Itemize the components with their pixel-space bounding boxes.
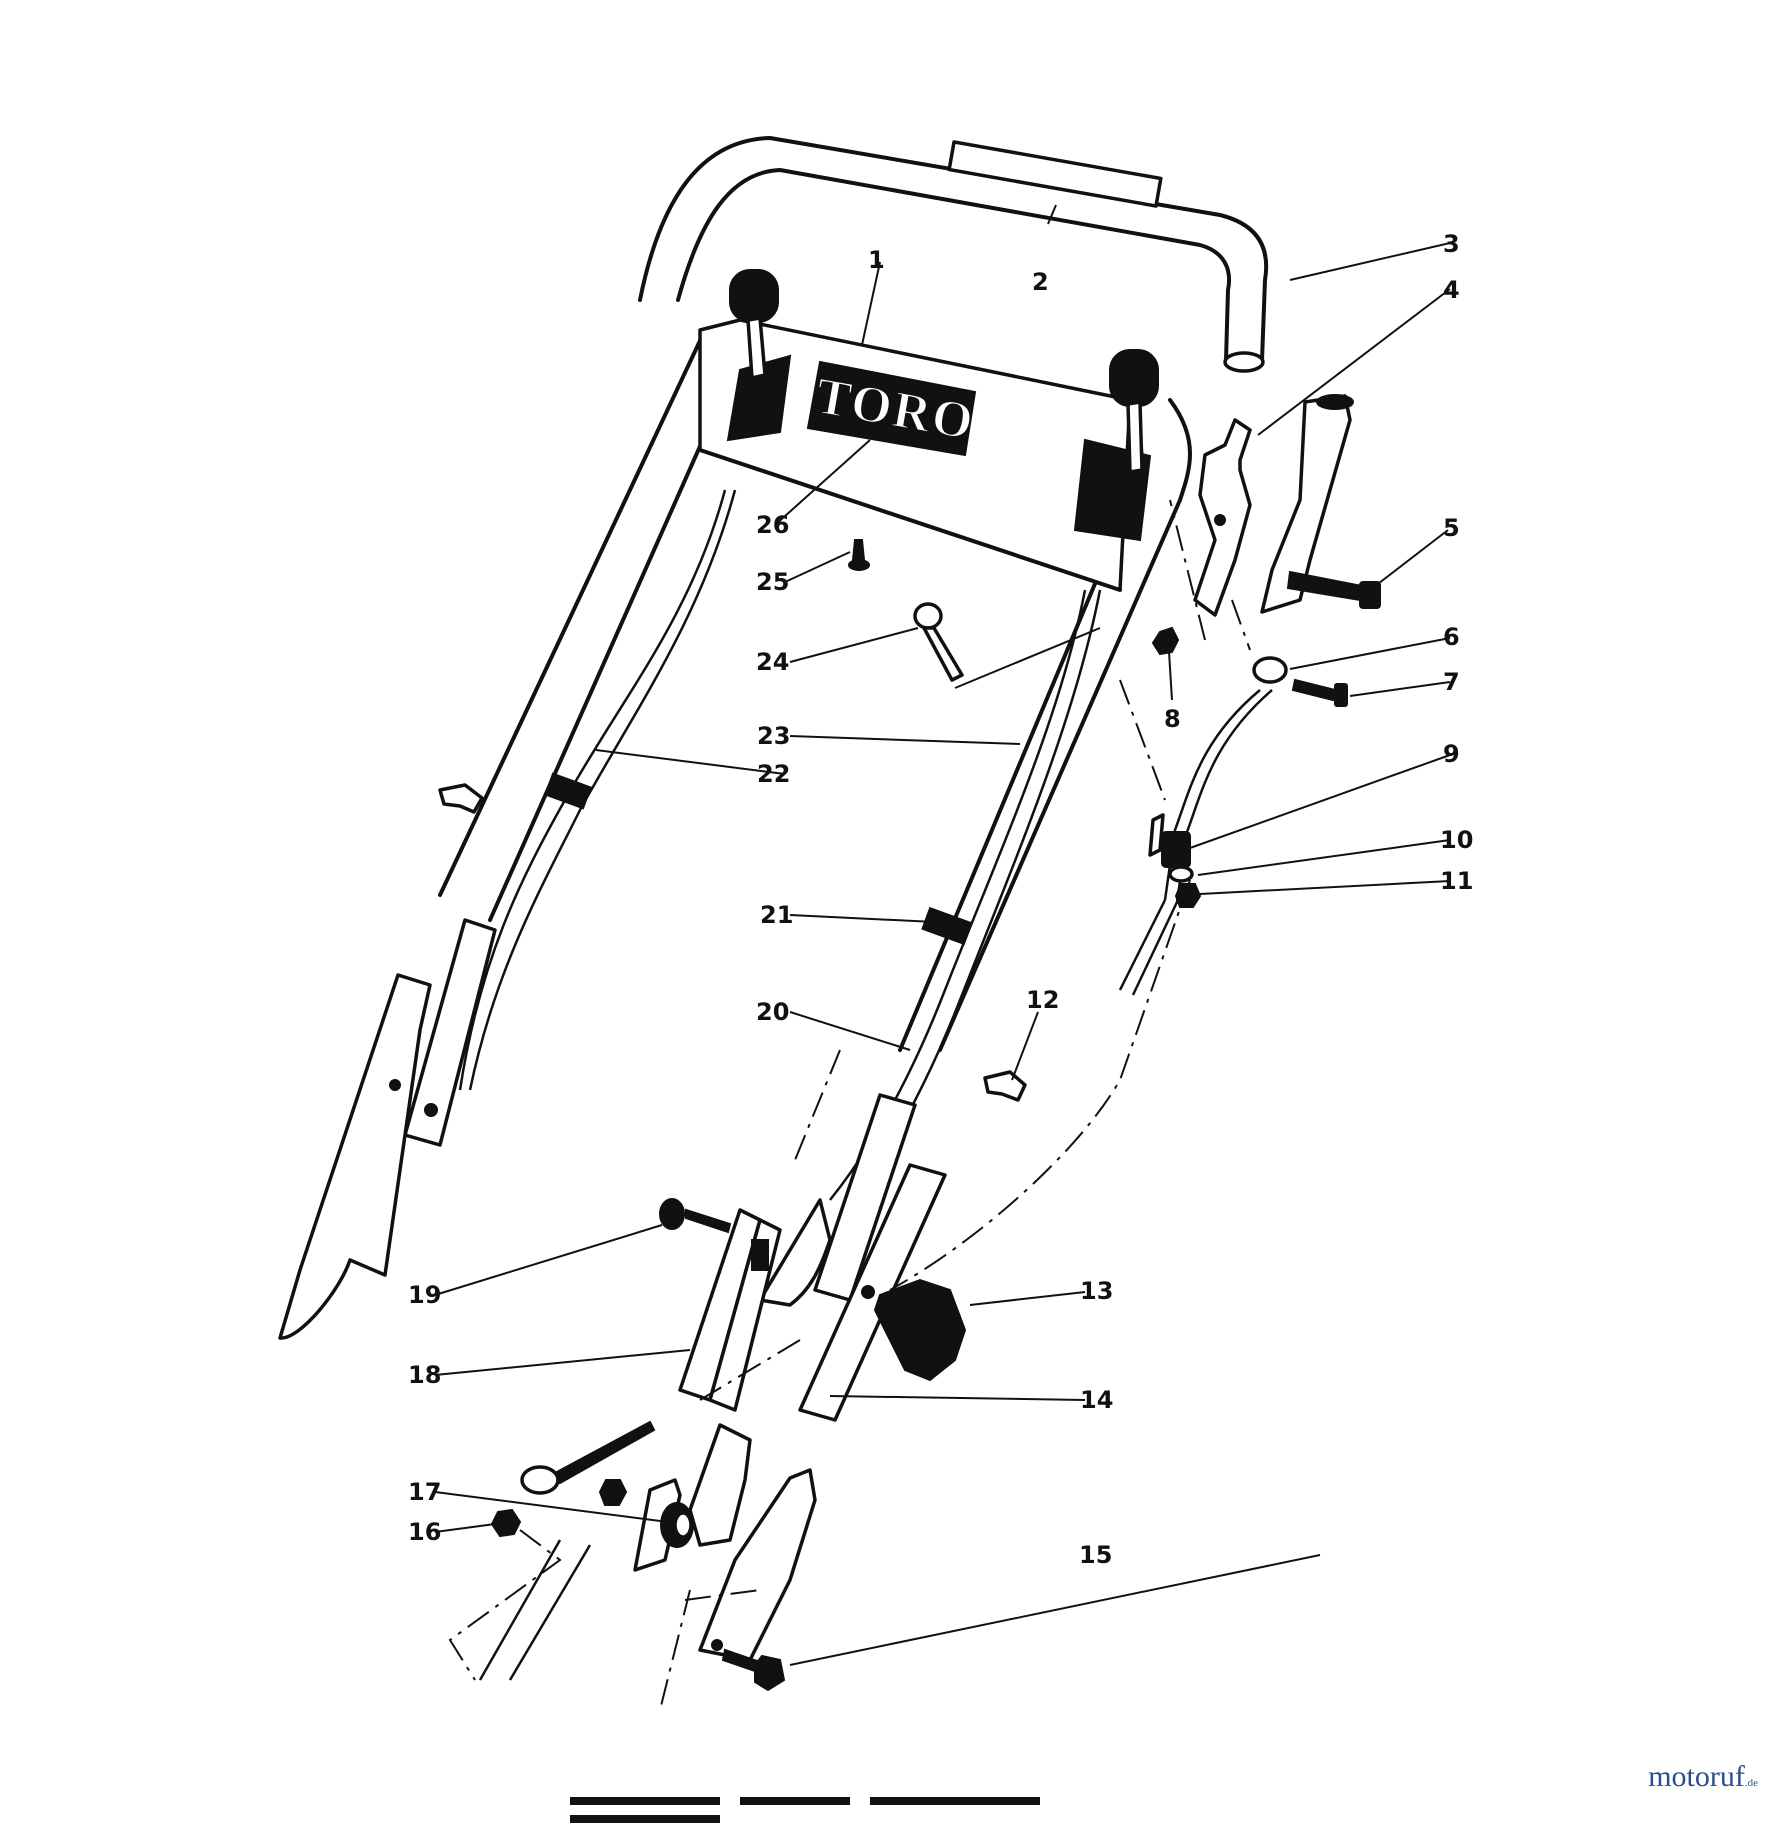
mount-bracket-right xyxy=(688,1423,817,1662)
lower-handle-left xyxy=(278,918,497,1340)
upper-handle xyxy=(438,136,1269,1052)
callout-11: 11 xyxy=(1440,867,1473,895)
alignment-lines xyxy=(448,499,1251,1711)
callout-10: 10 xyxy=(1440,826,1473,854)
screw-25 xyxy=(848,539,870,571)
watermark: motoruf.de xyxy=(1648,1760,1758,1794)
clip-12 xyxy=(983,1070,1027,1102)
cable-clip-middle xyxy=(921,906,973,946)
callout-26: 26 xyxy=(756,511,789,539)
callout-13: 13 xyxy=(1080,1277,1113,1305)
spring-link xyxy=(520,1420,656,1495)
washer-10 xyxy=(1168,865,1194,883)
bolt-5 xyxy=(1286,570,1381,609)
nut-upper xyxy=(598,1479,628,1506)
nut-16 xyxy=(490,1508,522,1538)
cable-bracket xyxy=(1193,418,1252,617)
callout-20: 20 xyxy=(756,998,789,1026)
callout-1: 1 xyxy=(868,246,885,274)
callout-22: 22 xyxy=(757,760,790,788)
toro-logo: TORO xyxy=(806,360,980,457)
lower-handle-right xyxy=(758,1093,947,1422)
callout-23: 23 xyxy=(757,722,790,750)
watermark-name: motoruf xyxy=(1648,1760,1745,1793)
nut-8 xyxy=(1151,626,1180,656)
callout-6: 6 xyxy=(1443,623,1460,651)
callout-12: 12 xyxy=(1026,986,1059,1014)
handle-knob xyxy=(873,1278,967,1382)
cable-clip-upper-left xyxy=(544,772,592,810)
callout-21: 21 xyxy=(760,901,793,929)
watermark-tld: .de xyxy=(1744,1777,1758,1789)
bolt-19 xyxy=(659,1198,732,1234)
cable-end-6 xyxy=(1252,656,1348,707)
control-cables xyxy=(458,489,1102,1211)
callout-3: 3 xyxy=(1443,230,1460,258)
callout-14: 14 xyxy=(1080,1386,1113,1414)
bail-knob-right xyxy=(1109,349,1159,474)
wheel-bushing-17 xyxy=(660,1502,694,1548)
callout-9: 9 xyxy=(1443,740,1460,768)
cropped-caption-strip xyxy=(570,1792,1210,1823)
bail-knob-left xyxy=(729,269,779,380)
callout-5: 5 xyxy=(1443,514,1460,542)
callout-7: 7 xyxy=(1443,668,1460,696)
callout-2: 2 xyxy=(1032,268,1049,296)
callout-4: 4 xyxy=(1443,276,1460,304)
cable-9 xyxy=(1118,689,1273,996)
screw-24 xyxy=(913,602,964,682)
callout-16: 16 xyxy=(408,1518,441,1546)
callout-19: 19 xyxy=(408,1281,441,1309)
adjuster-plate xyxy=(1260,394,1354,614)
callout-8: 8 xyxy=(1164,705,1181,733)
callout-18: 18 xyxy=(408,1361,441,1389)
callouts: 1 2 3 4 5 6 7 8 9 10 11 12 13 14 15 16 1… xyxy=(408,230,1473,1569)
bolt-15 xyxy=(721,1648,786,1692)
control-panel: TORO xyxy=(698,318,1152,592)
callout-15: 15 xyxy=(1079,1541,1112,1569)
callout-25: 25 xyxy=(756,568,789,596)
callout-24: 24 xyxy=(756,648,789,676)
leader-lines xyxy=(434,204,1451,1666)
clip-left xyxy=(438,783,484,814)
callout-17: 17 xyxy=(408,1478,441,1506)
handle-bracket xyxy=(678,1208,782,1412)
